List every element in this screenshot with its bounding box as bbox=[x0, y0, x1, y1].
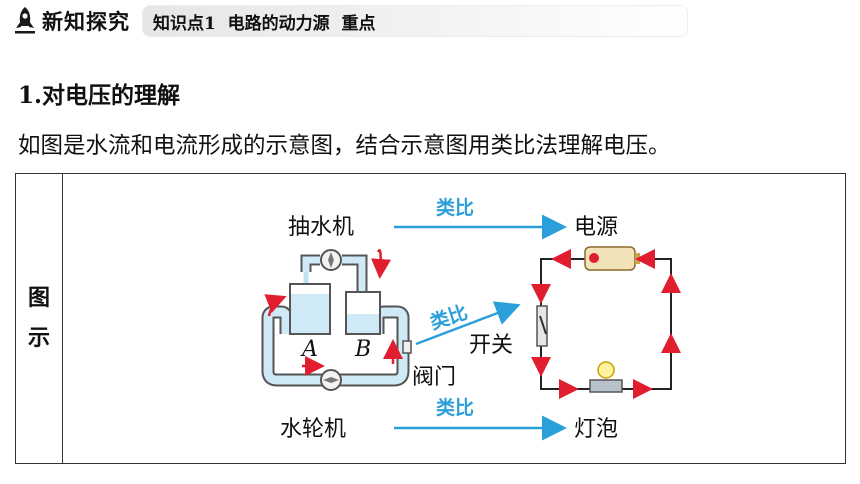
switch-icon bbox=[536, 305, 548, 347]
figure-label-char-2: 示 bbox=[27, 325, 50, 351]
analogy-arrow-middle bbox=[415, 301, 521, 346]
figure-table: 图 示 抽水机 电源 开关 阀门 水轮机 灯泡 类比 类比 bbox=[15, 173, 846, 464]
electric-circuit bbox=[531, 246, 681, 399]
analogy-diagram: 抽水机 电源 开关 阀门 水轮机 灯泡 类比 类比 类比 bbox=[261, 196, 681, 442]
analogy-text-top: 类比 bbox=[436, 196, 474, 219]
label-turbine: 水轮机 bbox=[280, 417, 346, 442]
section-header: 新知探究 知识点1 电路的动力源 重点 bbox=[14, 4, 724, 38]
label-pump: 抽水机 bbox=[288, 215, 354, 240]
analogy-figure: 抽水机 电源 开关 阀门 水轮机 灯泡 类比 类比 类比 bbox=[64, 174, 845, 463]
label-power: 电源 bbox=[574, 215, 618, 240]
knowledge-point-tag: 知识点1 电路的动力源 重点 bbox=[142, 5, 688, 37]
section-title: 新知探究 bbox=[42, 9, 130, 34]
label-lamp: 灯泡 bbox=[574, 417, 618, 442]
rocket-icon bbox=[15, 7, 35, 34]
analogy-text-bottom: 类比 bbox=[436, 396, 474, 419]
lamp-base-icon bbox=[589, 379, 623, 393]
lamp-icon bbox=[597, 361, 615, 379]
water-system: A B bbox=[261, 249, 412, 391]
label-valve: 阀门 bbox=[412, 365, 456, 390]
tank-b-label: B bbox=[354, 337, 371, 362]
topic-heading: 1.对电压的理解 bbox=[18, 82, 181, 109]
tank-a-label: A bbox=[300, 337, 318, 362]
valve-icon bbox=[402, 340, 412, 354]
intro-text: 如图是水流和电流形成的示意图，结合示意图用类比法理解电压。 bbox=[18, 133, 671, 159]
figure-label-char-1: 图 bbox=[27, 285, 50, 311]
label-switch: 开关 bbox=[469, 333, 513, 358]
analogy-text-middle: 类比 bbox=[427, 300, 470, 334]
figure-row-label: 图 示 bbox=[16, 174, 63, 463]
